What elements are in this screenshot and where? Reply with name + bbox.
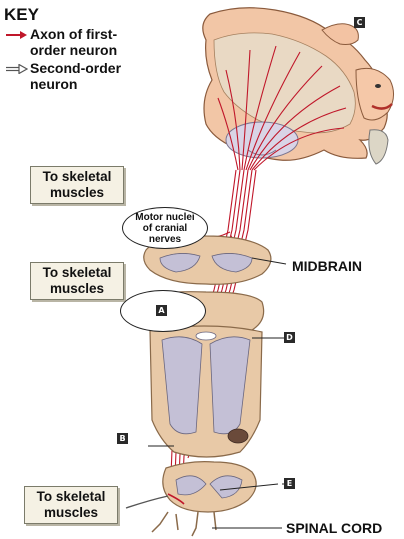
legend-item-first-order-label: Axon of first- order neuron <box>30 26 118 58</box>
tag-c: C <box>354 17 365 28</box>
midbrain-label: MIDBRAIN <box>292 258 362 274</box>
legend-item-first-order: Axon of first- order neuron <box>4 26 154 58</box>
legend-item-second-order-label: Second-order neuron <box>30 60 122 92</box>
legend-item-second-order: Second-order neuron <box>4 60 154 92</box>
spinal-cord-section <box>151 461 282 537</box>
tag-a: A <box>156 305 167 316</box>
cortical-axon-fibers <box>217 45 347 171</box>
tag-d: D <box>284 332 295 343</box>
tag-e: E <box>284 478 295 489</box>
legend-title: KEY <box>4 5 39 24</box>
motor-nuclei-oval: Motor nuclei of cranial nerves <box>122 207 208 249</box>
motor-nuclei-label: Motor nuclei of cranial nerves <box>135 211 195 245</box>
red-arrow-icon <box>6 31 27 39</box>
spinal-cord-label: SPINAL CORD <box>286 520 383 536</box>
callout-skeletal-muscles-middle: To skeletal muscles <box>30 262 124 300</box>
callout-skeletal-muscles-top: To skeletal muscles <box>30 166 124 204</box>
hollow-arrow-icon <box>6 64 28 74</box>
legend: KEY Axon of first- order neuron Second-o… <box>4 5 154 93</box>
medulla-section <box>149 325 284 458</box>
callout-skeletal-muscles-bottom: To skeletal muscles <box>24 486 118 524</box>
tag-b: B <box>117 433 128 444</box>
